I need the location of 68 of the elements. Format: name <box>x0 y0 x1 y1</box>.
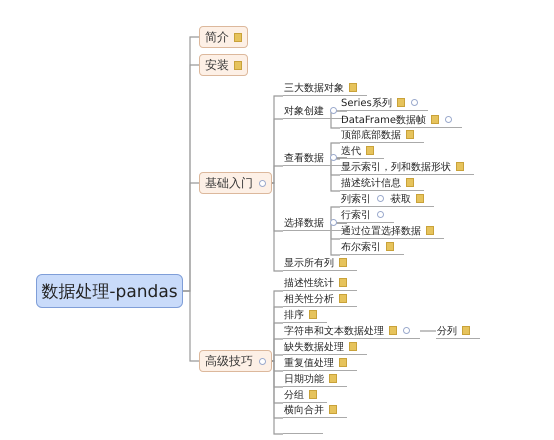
topic-label: 迭代 <box>341 144 361 158</box>
topic-label: 基础入门 <box>205 174 253 192</box>
connector <box>272 165 283 184</box>
topic-item <box>283 323 420 339</box>
topic-box <box>199 172 272 194</box>
topic-item <box>283 255 357 271</box>
topic-item <box>340 159 474 175</box>
connector <box>420 330 436 332</box>
topic-label: 重复值处理 <box>284 356 334 370</box>
topic-label: 字符串和文本数据处理 <box>284 324 384 338</box>
topic-label: 列索引 <box>341 192 371 206</box>
topic-label: 显示索引，列和数据形状 <box>341 160 451 174</box>
topic-label: 分列 <box>437 324 457 338</box>
topic-label: 排序 <box>284 308 304 322</box>
topic-label: 显示所有列 <box>284 256 334 270</box>
topic-item <box>340 207 394 223</box>
topic-label: 描述性统计 <box>284 276 334 290</box>
topic-item <box>283 275 357 291</box>
topic-label: 相关性分析 <box>284 292 334 306</box>
topic-box <box>199 350 272 372</box>
topic-label: DataFrame数据帧 <box>341 114 426 126</box>
topic-label: 三大数据对象 <box>284 82 344 94</box>
topic-item <box>283 402 347 418</box>
topic-item <box>340 143 384 159</box>
topic-item <box>283 371 347 387</box>
topic-item <box>340 112 462 128</box>
topic-item <box>283 307 327 323</box>
connector <box>272 360 283 435</box>
topic-item <box>283 387 327 403</box>
topic-label: 日期功能 <box>284 372 324 386</box>
topic-label: 对象创建 <box>284 104 324 118</box>
topic-label: 查看数据 <box>284 152 324 164</box>
topic-label: 顶部底部数据 <box>341 128 401 142</box>
topic-label: 通过位置选择数据 <box>341 224 421 238</box>
topic-item <box>436 323 480 339</box>
topic-item <box>283 355 357 371</box>
topic-label: 缺失数据处理 <box>284 340 344 354</box>
topic-label: 布尔索引 <box>341 240 381 254</box>
connector <box>330 222 347 256</box>
central-topic-box <box>36 274 183 308</box>
topic-item <box>390 191 434 207</box>
topic-label: 分组 <box>284 388 304 402</box>
topic-label: 简介 <box>205 28 229 46</box>
connector <box>272 182 283 272</box>
topic-label: 选择数据 <box>284 216 324 230</box>
topic-label: 安装 <box>205 56 229 74</box>
connector <box>330 157 347 192</box>
topic-label: 横向合并 <box>284 404 324 416</box>
topic-label: 数据处理-pandas <box>41 280 178 302</box>
connector <box>183 290 199 362</box>
topic-label: 行索引 <box>341 208 371 222</box>
topic-label: 描述统计信息 <box>341 176 401 190</box>
topic-label: 获取 <box>391 192 411 206</box>
topic-item <box>283 291 357 307</box>
topic-label: Series系列 <box>341 96 392 110</box>
connector <box>272 354 283 362</box>
topic-item <box>283 80 367 96</box>
topic-item <box>340 223 444 239</box>
connector <box>390 198 394 200</box>
topic-box <box>199 54 248 76</box>
topic-item <box>340 239 404 255</box>
topic-item <box>340 95 428 111</box>
topic-item <box>340 127 424 143</box>
topic-label: 高级技巧 <box>205 352 253 370</box>
topic-item <box>340 175 424 191</box>
topic-box <box>199 26 248 48</box>
topic-item <box>283 339 367 355</box>
connector <box>330 110 347 129</box>
